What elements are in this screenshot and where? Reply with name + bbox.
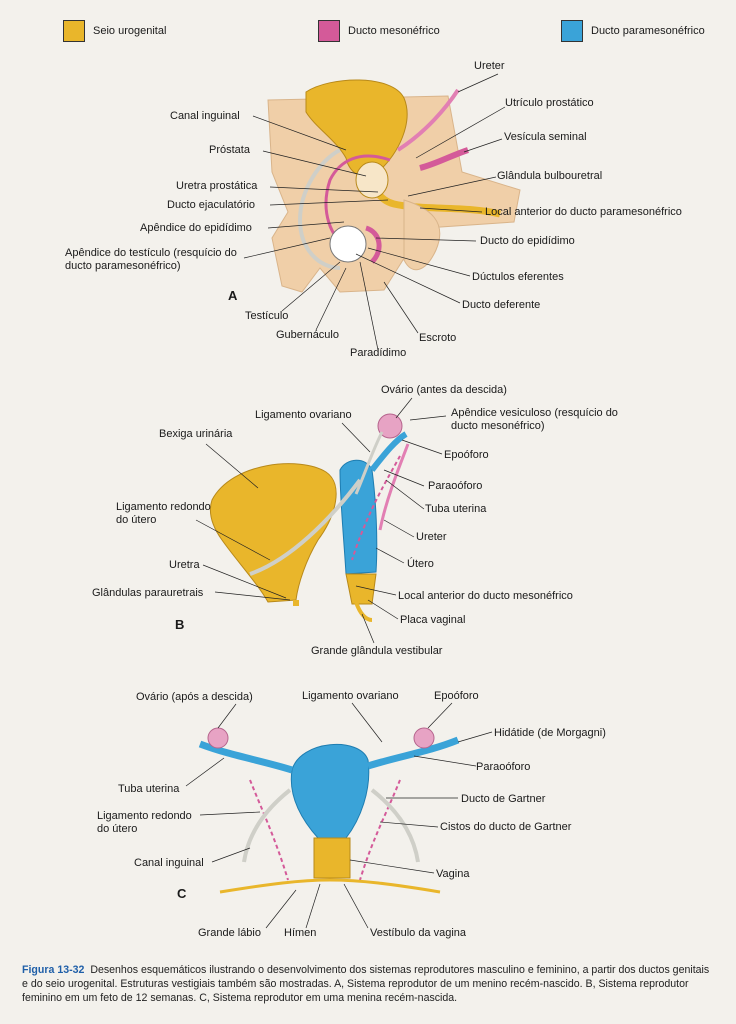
left-uterine-tube (198, 740, 294, 774)
label-uterine-tube: Tuba uterina (118, 783, 180, 795)
uterus (339, 459, 378, 575)
label-gartner-duct: Ducto de Gartner (461, 793, 546, 805)
label-paraurethral-glands: Glândulas parauretrais (92, 587, 204, 599)
ovary (377, 413, 403, 439)
label-paroophoron: Paraoóforo (428, 480, 483, 492)
label-epoophoron: Epoóforo (434, 690, 479, 702)
label-uterus: Útero (407, 558, 434, 570)
left-gartner-duct (249, 779, 289, 881)
panel-a-drawing (267, 79, 521, 293)
vaginal-plate (345, 573, 377, 605)
label-former-paramesonephric-site: Local anterior do ducto paramesonéfrico (485, 206, 682, 218)
label-hydatid-morgagni: Hidátide (de Morgagni) (494, 727, 606, 739)
figure-number: Figura 13-32 (22, 964, 85, 976)
legend-swatch-yellow (63, 20, 85, 42)
label-epoophoron: Epoóforo (444, 449, 489, 461)
legend-swatch-pink (318, 20, 340, 42)
label-urinary-bladder: Bexiga urinária (159, 428, 233, 440)
right-ovary (413, 727, 435, 749)
label-ovary-after-descent: Ovário (após a descida) (136, 691, 253, 703)
panel-c-drawing (198, 727, 460, 894)
inguinal-path (297, 148, 341, 270)
legend-urogenital-sinus: Seio urogenital (63, 20, 166, 42)
label-vas-deferens: Ducto deferente (462, 299, 541, 311)
vestibular-gland (354, 601, 373, 622)
legend-label: Seio urogenital (93, 25, 167, 37)
label-epididymal-duct: Ducto do epidídimo (480, 235, 575, 247)
label-hymen: Hímen (284, 927, 317, 939)
legend-label: Ducto paramesonéfrico (591, 25, 705, 37)
epididymis (365, 225, 382, 264)
panel-b-letter: B (175, 617, 185, 632)
label-vaginal-vestibule: Vestíbulo da vagina (370, 927, 467, 939)
label-vaginal-plate: Placa vaginal (400, 614, 466, 626)
legend-paramesonephric-duct: Ducto paramesonéfrico (561, 20, 705, 42)
label-ovarian-ligament: Ligamento ovariano (302, 690, 399, 702)
label-inguinal-canal: Canal inguinal (170, 110, 240, 122)
label-prostatic-utricle: Utrículo prostático (505, 97, 594, 109)
label-appendix-epididymis: Apêndice do epidídimo (140, 222, 252, 234)
ureter (378, 443, 410, 531)
left-round-ligament (242, 788, 292, 863)
label-ureter: Ureter (474, 60, 505, 72)
label-former-mesonephric-site: Local anterior do ducto mesonéfrico (398, 590, 573, 602)
label-ovary-before-descent: Ovário (antes da descida) (381, 384, 507, 396)
panel-b-drawing (209, 413, 410, 622)
label-seminal-vesicle: Vesícula seminal (504, 131, 587, 143)
panel-c-letter: C (177, 886, 187, 901)
label-round-ligament: Ligamento redondo do útero (116, 501, 211, 526)
figure-caption: Figura 13-32 Desenhos esquemáticos ilust… (22, 963, 712, 1005)
panel-a-letter: A (228, 288, 238, 303)
mesonephric-duct (351, 455, 401, 561)
label-ejaculatory-duct: Ducto ejaculatório (167, 199, 256, 211)
label-ureter: Ureter (416, 531, 447, 543)
leader-lines (185, 73, 506, 929)
label-prostatic-urethra: Uretra prostática (176, 180, 258, 192)
label-uterine-tube: Tuba uterina (425, 503, 487, 515)
label-paradidymis: Paradídimo (350, 347, 407, 359)
label-scrotum: Escroto (419, 332, 457, 344)
uterus-body (290, 743, 370, 839)
label-appendix-vesiculosa: Apêndice vesiculoso (resquício do ducto … (451, 407, 618, 432)
label-ovarian-ligament: Ligamento ovariano (255, 409, 352, 421)
label-labium-majus: Grande lábio (198, 927, 261, 939)
label-inguinal-canal: Canal inguinal (134, 857, 204, 869)
label-gubernaculum: Gubernáculo (276, 329, 339, 341)
label-urethra: Uretra (169, 559, 200, 571)
prostate (355, 161, 389, 199)
legend-swatch-blue (561, 20, 583, 42)
label-testis: Testículo (245, 310, 289, 322)
label-greater-vestibular-gland: Grande glândula vestibular (311, 645, 443, 657)
label-paroophoron: Paraoóforo (476, 761, 531, 773)
round-ligament (249, 478, 362, 576)
caption-text: Desenhos esquemáticos ilustrando o desen… (22, 964, 710, 1004)
label-vagina: Vagina (436, 868, 470, 880)
uterine-tube (369, 431, 408, 472)
left-ovary (207, 727, 229, 749)
right-round-ligament (370, 788, 420, 863)
testis (329, 225, 367, 263)
label-round-ligament: Ligamento redondo do útero (97, 810, 192, 835)
ureter (396, 88, 460, 152)
legend-label: Ducto mesonéfrico (348, 25, 440, 37)
label-efferent-ductules: Dúctulos eferentes (472, 271, 564, 283)
right-gartner-duct (359, 779, 401, 881)
penis (403, 199, 441, 271)
ovarian-ligament (354, 431, 384, 495)
label-bulbourethral-gland: Glândula bulbouretral (497, 170, 603, 182)
label-prostate: Próstata (209, 144, 250, 156)
right-uterine-tube (366, 736, 460, 770)
bladder (305, 79, 408, 177)
bladder (209, 463, 337, 603)
label-appendix-testis: Apêndice do testículo (resquício do duct… (65, 247, 237, 272)
vestibule (219, 878, 441, 894)
label-gartner-cysts: Cistos do ducto de Gartner (440, 821, 572, 833)
vagina (313, 837, 351, 879)
seminal-vesicle (419, 147, 469, 171)
legend-mesonephric-duct: Ducto mesonéfrico (318, 20, 440, 42)
